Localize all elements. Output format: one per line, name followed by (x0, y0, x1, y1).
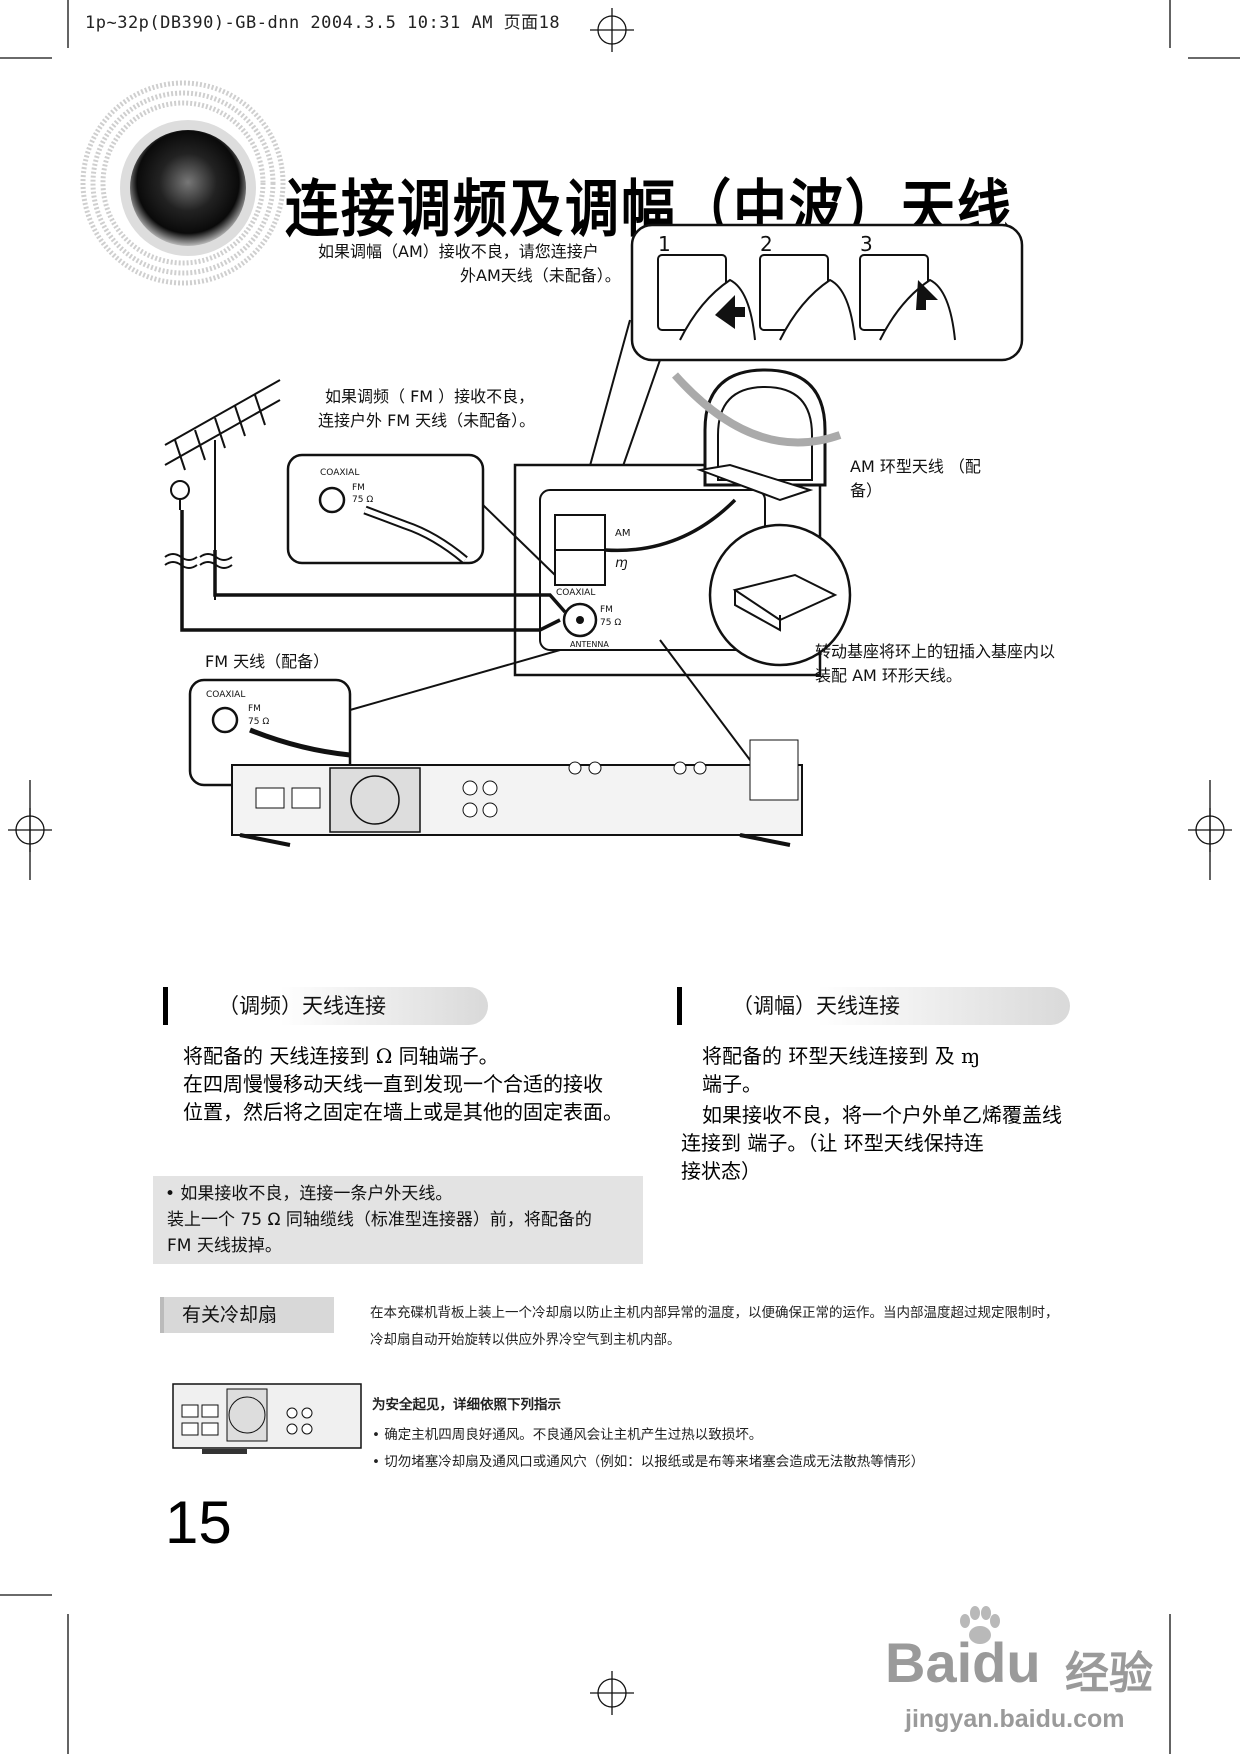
coax-label-top: COAXIAL (320, 468, 360, 478)
am-section-heading: （调幅）天线连接 (677, 987, 1070, 1025)
fm-section-text-line2: 在四周慢慢移动天线一直到发现一个合适的接收 (183, 1072, 603, 1096)
print-slug: 1p~32p(DB390)-GB-dnn 2004.3.5 10:31 AM 页… (85, 13, 561, 33)
am-section-text-line2: 端子。 (702, 1072, 762, 1096)
am-section-heading-text: （调幅）天线连接 (732, 994, 900, 1018)
coax-label-bottom: COAXIAL (206, 690, 246, 700)
base-note-line2: 装配 AM 环形天线。 (815, 666, 962, 685)
safety-bullet-2: • 切勿堵塞冷却扇及通风口或通风穴（例如：以报纸或是布等来堵塞会造成无法散热等情… (372, 1454, 925, 1470)
fm-tip-line1: • 如果接收不良，连接一条户外天线。 (165, 1184, 453, 1204)
am-section-text-line4: 连接到 端子。（让 环型天线保持连 (681, 1131, 984, 1155)
fm-section-text-line1: 将配备的 天线连接到 Ω 同轴端子。 (183, 1044, 499, 1068)
am-note-line2: 外AM天线（未配备）。 (460, 266, 621, 285)
am-section-text-line5: 接状态） (681, 1159, 761, 1183)
safety-bullet-1: • 确定主机四周良好通风。不良通风会让主机产生过热以致损坏。 (372, 1427, 763, 1443)
fm-note-line2: 连接户外 FM 天线（未配备）。 (318, 411, 536, 430)
fm-section-text-line3: 位置，然后将之固定在墙上或是其他的固定表面。 (183, 1100, 623, 1124)
antenna-diagram: 如果调幅（AM）接收不良，请您连接户 外AM天线（未配备）。 如果调频（ FM … (160, 220, 1110, 920)
am-note-line1: 如果调幅（AM）接收不良，请您连接户 (318, 242, 599, 261)
ohm-label-top: 75 Ω (352, 495, 374, 505)
ground-terminal-label: ɱ (615, 556, 628, 571)
fm-label-bottom: FM (248, 704, 261, 714)
step-2: 2 (760, 232, 773, 256)
step-1: 1 (658, 232, 671, 256)
step-3: 3 (860, 232, 873, 256)
cooling-fan-heading-text: 有关冷却扇 (182, 1304, 278, 1326)
watermark-brand-du: du (972, 1631, 1041, 1694)
paw-icon (960, 1606, 1000, 1644)
fm-label-panel: FM (600, 605, 613, 615)
fm-label-top: FM (352, 483, 365, 493)
am-loop-label-line2: 备） (850, 481, 883, 500)
cooling-fan-desc-line1: 在本充碟机背板上装上一个冷却扇以防止主机内部异常的温度，以便确保正常的运作。当内… (370, 1305, 1059, 1321)
fm-section-heading-text: （调频）天线连接 (218, 994, 386, 1018)
fm-antenna-label: FM 天线（配备） (205, 652, 330, 671)
page-number: 15 (165, 1489, 232, 1556)
ohm-label-bottom: 75 Ω (248, 717, 270, 727)
fm-note-line1: 如果调频（ FM ）接收不良， (325, 387, 535, 406)
watermark-brand: Baidu (885, 1630, 1041, 1695)
watermark-brand-cn: 经验 (1065, 1649, 1153, 1698)
fm-tip-line3: FM 天线拔掉。 (167, 1236, 282, 1256)
am-section-text-line1: 将配备的 环型天线连接到 及 ɱ (702, 1044, 981, 1068)
cooling-fan-heading: 有关冷却扇 (160, 1297, 334, 1333)
fm-tip-line2: 装上一个 75 Ω 同轴缆线（标准型连接器）前，将配备的 (167, 1210, 592, 1230)
fm-tip-box: • 如果接收不良，连接一条户外天线。 装上一个 75 Ω 同轴缆线（标准型连接器… (153, 1176, 643, 1264)
antenna-label-panel: ANTENNA (570, 640, 609, 649)
am-terminal-label: AM (615, 528, 631, 539)
am-section-text-line3: 如果接收不良，将一个户外单乙烯覆盖线 (702, 1103, 1062, 1127)
am-loop-label-line1: AM 环型天线 （配 (850, 457, 981, 476)
base-note-line1: 转动基座将环上的钮插入基座内以 (815, 642, 1056, 661)
fm-section-heading: （调频）天线连接 (163, 987, 488, 1025)
watermark-brand-bai: Bai (885, 1631, 973, 1694)
speaker-graphic (80, 80, 286, 286)
cooling-fan-illustration (172, 1383, 362, 1454)
ohm-label-panel: 75 Ω (600, 618, 622, 628)
safety-heading: 为安全起见，详细依照下列指示 (372, 1397, 561, 1413)
baidu-watermark: Baidu 经验 jingyan.baidu.com (885, 1605, 1175, 1740)
wiring-drawing (164, 223, 1024, 847)
coax-label-panel: COAXIAL (556, 588, 596, 598)
watermark-url: jingyan.baidu.com (905, 1705, 1125, 1733)
cooling-fan-desc-line2: 冷却扇自动开始旋转以供应外界冷空气到主机内部。 (370, 1332, 681, 1348)
